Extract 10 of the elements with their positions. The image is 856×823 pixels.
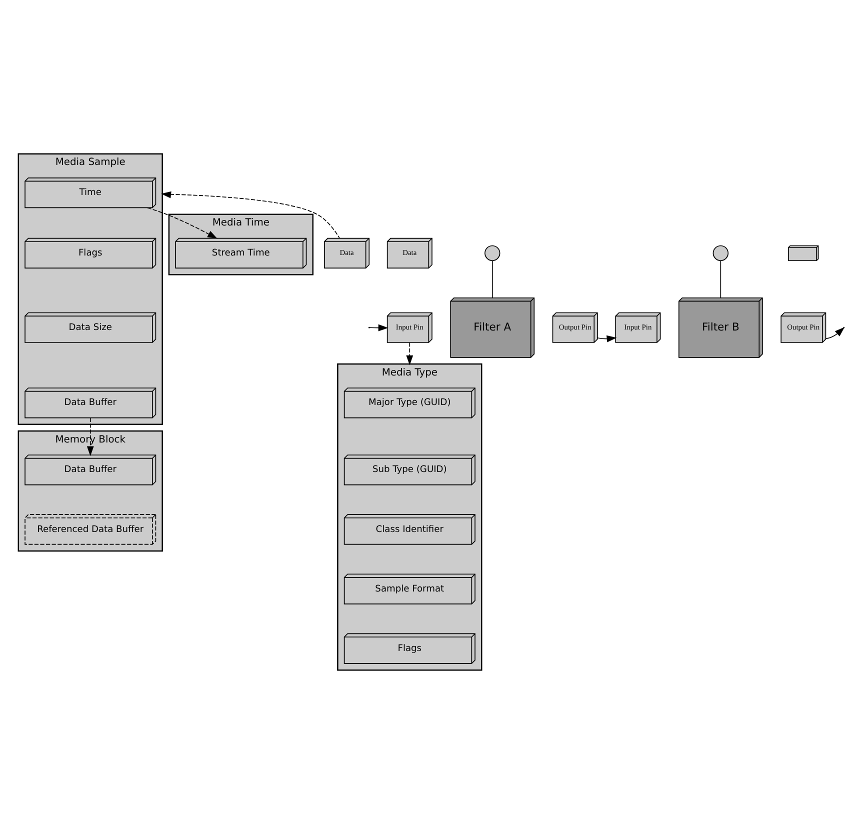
node-circle <box>484 244 500 261</box>
arrow <box>146 206 218 238</box>
arrow <box>597 334 617 342</box>
arrow <box>86 417 94 456</box>
connector <box>492 260 493 298</box>
arrow <box>161 190 340 238</box>
connector <box>720 260 722 298</box>
arrow <box>369 324 388 331</box>
node-circle <box>712 244 729 261</box>
arrow <box>406 342 414 365</box>
